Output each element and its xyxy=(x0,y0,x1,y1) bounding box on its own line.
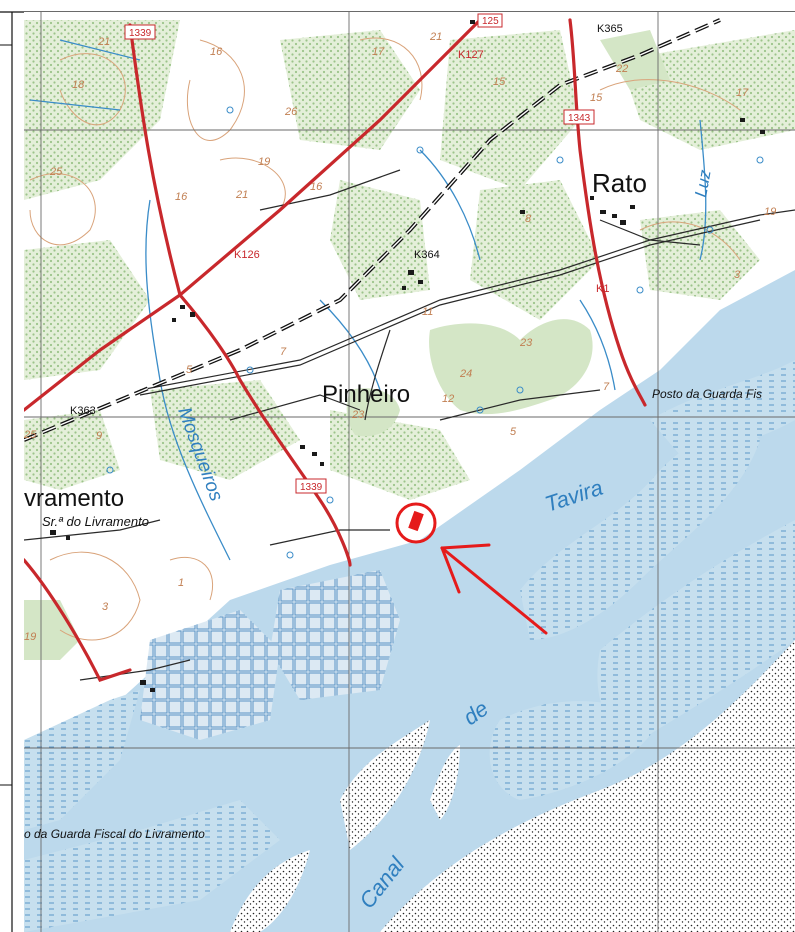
svg-text:17: 17 xyxy=(736,87,749,99)
svg-text:3: 3 xyxy=(734,269,741,281)
svg-text:11: 11 xyxy=(422,306,433,318)
woodland-area xyxy=(600,30,670,90)
woodland-area xyxy=(429,319,593,415)
svg-text:16: 16 xyxy=(310,181,323,193)
svg-text:9: 9 xyxy=(96,430,102,442)
road-number-1339-mid: 1339 xyxy=(295,478,327,494)
minor-roads xyxy=(24,169,795,681)
road-number-125: 125 xyxy=(477,13,503,28)
svg-text:7: 7 xyxy=(603,381,610,393)
svg-text:19: 19 xyxy=(24,631,36,643)
vegetation-area xyxy=(440,30,580,190)
sand-bar xyxy=(430,745,460,820)
svg-text:1339: 1339 xyxy=(129,28,152,39)
vegetation-area xyxy=(620,30,795,150)
place-label-sra-livramento: Sr.ª do Livramento xyxy=(42,514,149,529)
svg-text:5: 5 xyxy=(186,364,193,376)
marsh-area xyxy=(24,690,140,830)
svg-text:3: 3 xyxy=(102,601,109,613)
svg-text:26: 26 xyxy=(284,106,298,118)
place-label-pinheiro: Pinheiro xyxy=(322,381,410,408)
well-symbols xyxy=(106,106,764,559)
woodland-area xyxy=(24,600,80,660)
main-roads xyxy=(24,18,647,682)
svg-text:16: 16 xyxy=(210,46,223,58)
vegetation-area xyxy=(280,30,420,150)
streams xyxy=(29,39,707,561)
svg-text:1339: 1339 xyxy=(300,482,323,493)
vegetation-area xyxy=(24,20,180,200)
sand-bar xyxy=(230,850,310,932)
km-k1: K1 xyxy=(596,283,609,295)
salt-pans xyxy=(270,570,400,700)
map-grid xyxy=(24,12,795,932)
km-k127: K127 xyxy=(458,49,484,61)
svg-text:21: 21 xyxy=(235,189,248,201)
water-label-luz: Luz xyxy=(691,168,715,199)
marsh-area xyxy=(597,520,795,740)
svg-text:22: 22 xyxy=(615,63,628,75)
km-k363: K363 xyxy=(70,405,96,417)
marsh-area xyxy=(650,360,795,455)
svg-text:16: 16 xyxy=(175,191,188,203)
svg-text:24: 24 xyxy=(459,368,472,380)
spot-heights: 21 16 17 18 25 26 21 16 19 21 16 15 22 1… xyxy=(23,31,776,643)
post-label-west: o da Guarda Fiscal do Livramento xyxy=(24,827,205,841)
marsh-area xyxy=(489,701,660,800)
vegetation-area xyxy=(470,180,600,320)
sand-bar xyxy=(380,640,795,932)
svg-text:25: 25 xyxy=(49,166,63,178)
marsh-area xyxy=(520,430,760,640)
svg-text:5: 5 xyxy=(510,426,517,438)
road-number-1343: 1343 xyxy=(563,109,595,125)
svg-text:21: 21 xyxy=(429,31,442,43)
svg-text:12: 12 xyxy=(442,393,454,405)
arrow-pointer-icon xyxy=(440,543,548,635)
svg-text:23: 23 xyxy=(351,409,365,421)
svg-text:15: 15 xyxy=(590,92,603,104)
svg-text:15: 15 xyxy=(493,76,506,88)
place-label-livramento: vramento xyxy=(24,485,124,512)
svg-text:7: 7 xyxy=(280,346,287,358)
km-k365: K365 xyxy=(597,23,623,35)
target-building xyxy=(408,510,424,532)
sand-bar xyxy=(340,720,430,850)
buildings xyxy=(50,20,765,692)
place-label-rato: Rato xyxy=(592,168,647,198)
vegetation-area xyxy=(150,380,300,480)
svg-text:18: 18 xyxy=(72,79,85,91)
svg-text:125: 125 xyxy=(482,16,499,27)
location-marker[interactable] xyxy=(395,502,437,544)
woodland-area xyxy=(346,388,400,437)
svg-text:25: 25 xyxy=(23,429,37,441)
vegetation-area xyxy=(24,240,150,380)
svg-text:17: 17 xyxy=(372,46,385,58)
vegetation-area xyxy=(640,210,760,300)
svg-text:1: 1 xyxy=(178,577,184,589)
salt-pans xyxy=(140,610,280,740)
vegetation-area xyxy=(330,180,430,300)
svg-text:19: 19 xyxy=(258,156,270,168)
target-circle-icon xyxy=(395,502,437,544)
road-number-1339-top: 1339 xyxy=(124,24,156,40)
svg-text:23: 23 xyxy=(519,337,533,349)
svg-text:19: 19 xyxy=(764,206,776,218)
km-k126: K126 xyxy=(234,249,260,261)
marsh-area xyxy=(24,800,280,932)
post-label-east: Posto da Guarda Fis xyxy=(652,387,762,401)
svg-text:21: 21 xyxy=(97,36,110,48)
svg-text:1343: 1343 xyxy=(568,113,591,124)
km-k364: K364 xyxy=(414,249,440,261)
contour-lines xyxy=(29,37,741,641)
svg-text:8: 8 xyxy=(525,213,532,225)
